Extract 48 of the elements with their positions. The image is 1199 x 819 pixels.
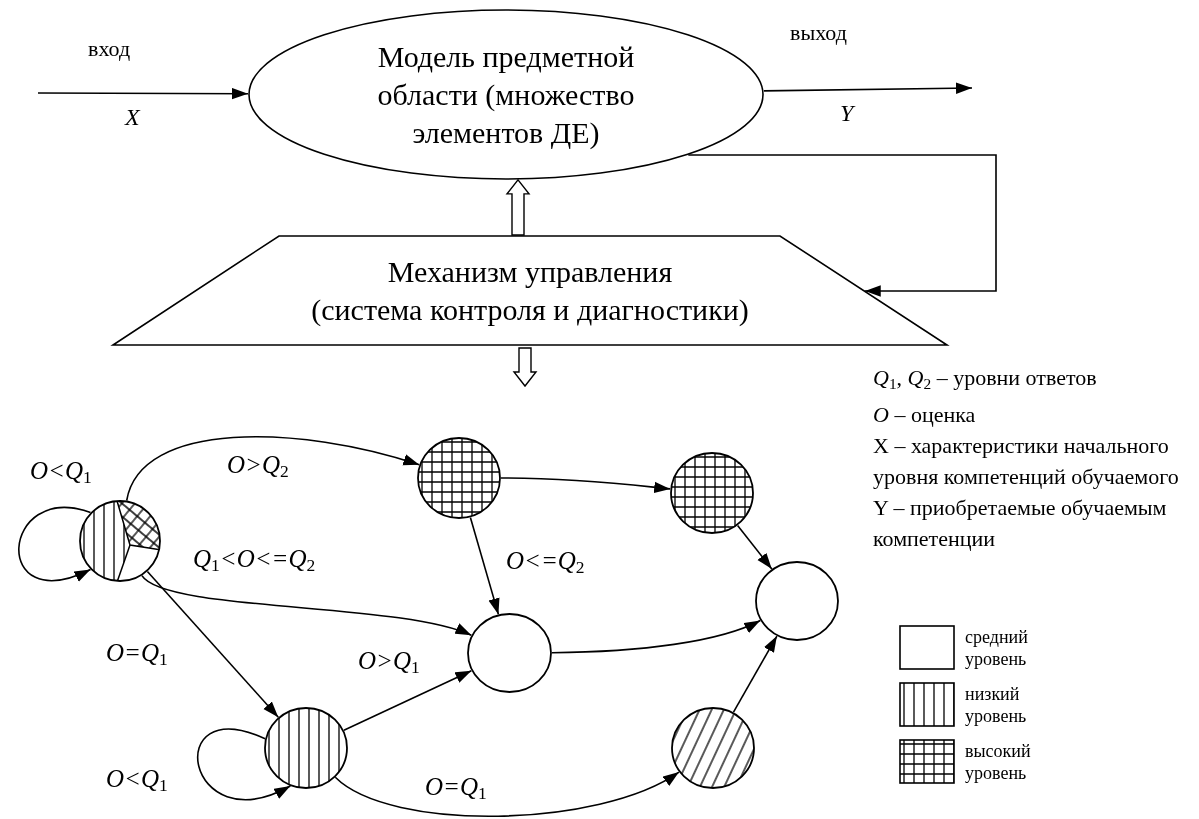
definition-text: X – характеристики начального уровня компетенций обучаемого	[873, 431, 1180, 491]
state-circle	[671, 707, 755, 789]
edge-label: O=Q$_{1}$	[106, 640, 168, 669]
arrow	[736, 524, 773, 570]
state-circle	[79, 500, 161, 582]
state-circle	[755, 561, 839, 641]
state-circle	[670, 452, 754, 534]
arrow	[146, 570, 280, 718]
node-text: (система контроля и диагностики)	[311, 291, 749, 328]
arrow	[732, 635, 778, 713]
io-label: X	[125, 104, 140, 131]
arrow	[334, 771, 680, 817]
state-circle	[467, 613, 552, 693]
loop-arrow	[18, 506, 92, 582]
legend-text: высокий уровень	[965, 739, 1032, 784]
arrow	[141, 574, 473, 637]
legend-text: средний уровень	[965, 625, 1029, 670]
node-text: Механизм управления	[387, 253, 673, 290]
model-ellipse	[248, 9, 764, 180]
definition-text: Y – приобретаемые обучаемым компетенции	[873, 493, 1168, 553]
arrow	[469, 516, 500, 616]
hollow-arrow	[505, 178, 531, 236]
edge-label: O<Q$_{1}$	[30, 458, 92, 487]
arrow	[125, 436, 421, 502]
edge-label: O=Q$_{1}$	[425, 774, 487, 803]
state-circle	[417, 437, 501, 519]
definition-text: O – оценка	[873, 400, 977, 429]
arrow	[500, 477, 671, 493]
edge-label: O<Q$_{1}$	[106, 766, 168, 795]
io-label: Y	[840, 100, 854, 127]
control-trapezoid	[112, 235, 948, 346]
arrow	[763, 82, 973, 94]
io-label: вход	[88, 36, 131, 62]
arrow	[343, 670, 473, 732]
edge-label: Q$_{1}$<O<=Q$_{2}$	[193, 546, 316, 575]
node-text: Модель предметной области (множество элементов ДЕ)	[376, 38, 636, 151]
legend-text: низкий уровень	[965, 682, 1028, 727]
loop-arrow	[197, 728, 292, 801]
edge-label: O<=Q$_{2}$	[506, 548, 585, 577]
definition-text: Q$_{1}$, Q$_{2}$ – уровни ответов	[873, 364, 1098, 394]
arrow	[551, 619, 762, 654]
arrow	[37, 87, 249, 100]
state-circle	[264, 707, 348, 789]
edge-label: O>Q$_{2}$	[227, 452, 289, 481]
arrow	[687, 154, 997, 297]
hollow-arrow	[512, 347, 538, 388]
edge-label: O>Q$_{1}$	[358, 648, 420, 677]
io-label: выход	[790, 20, 847, 46]
